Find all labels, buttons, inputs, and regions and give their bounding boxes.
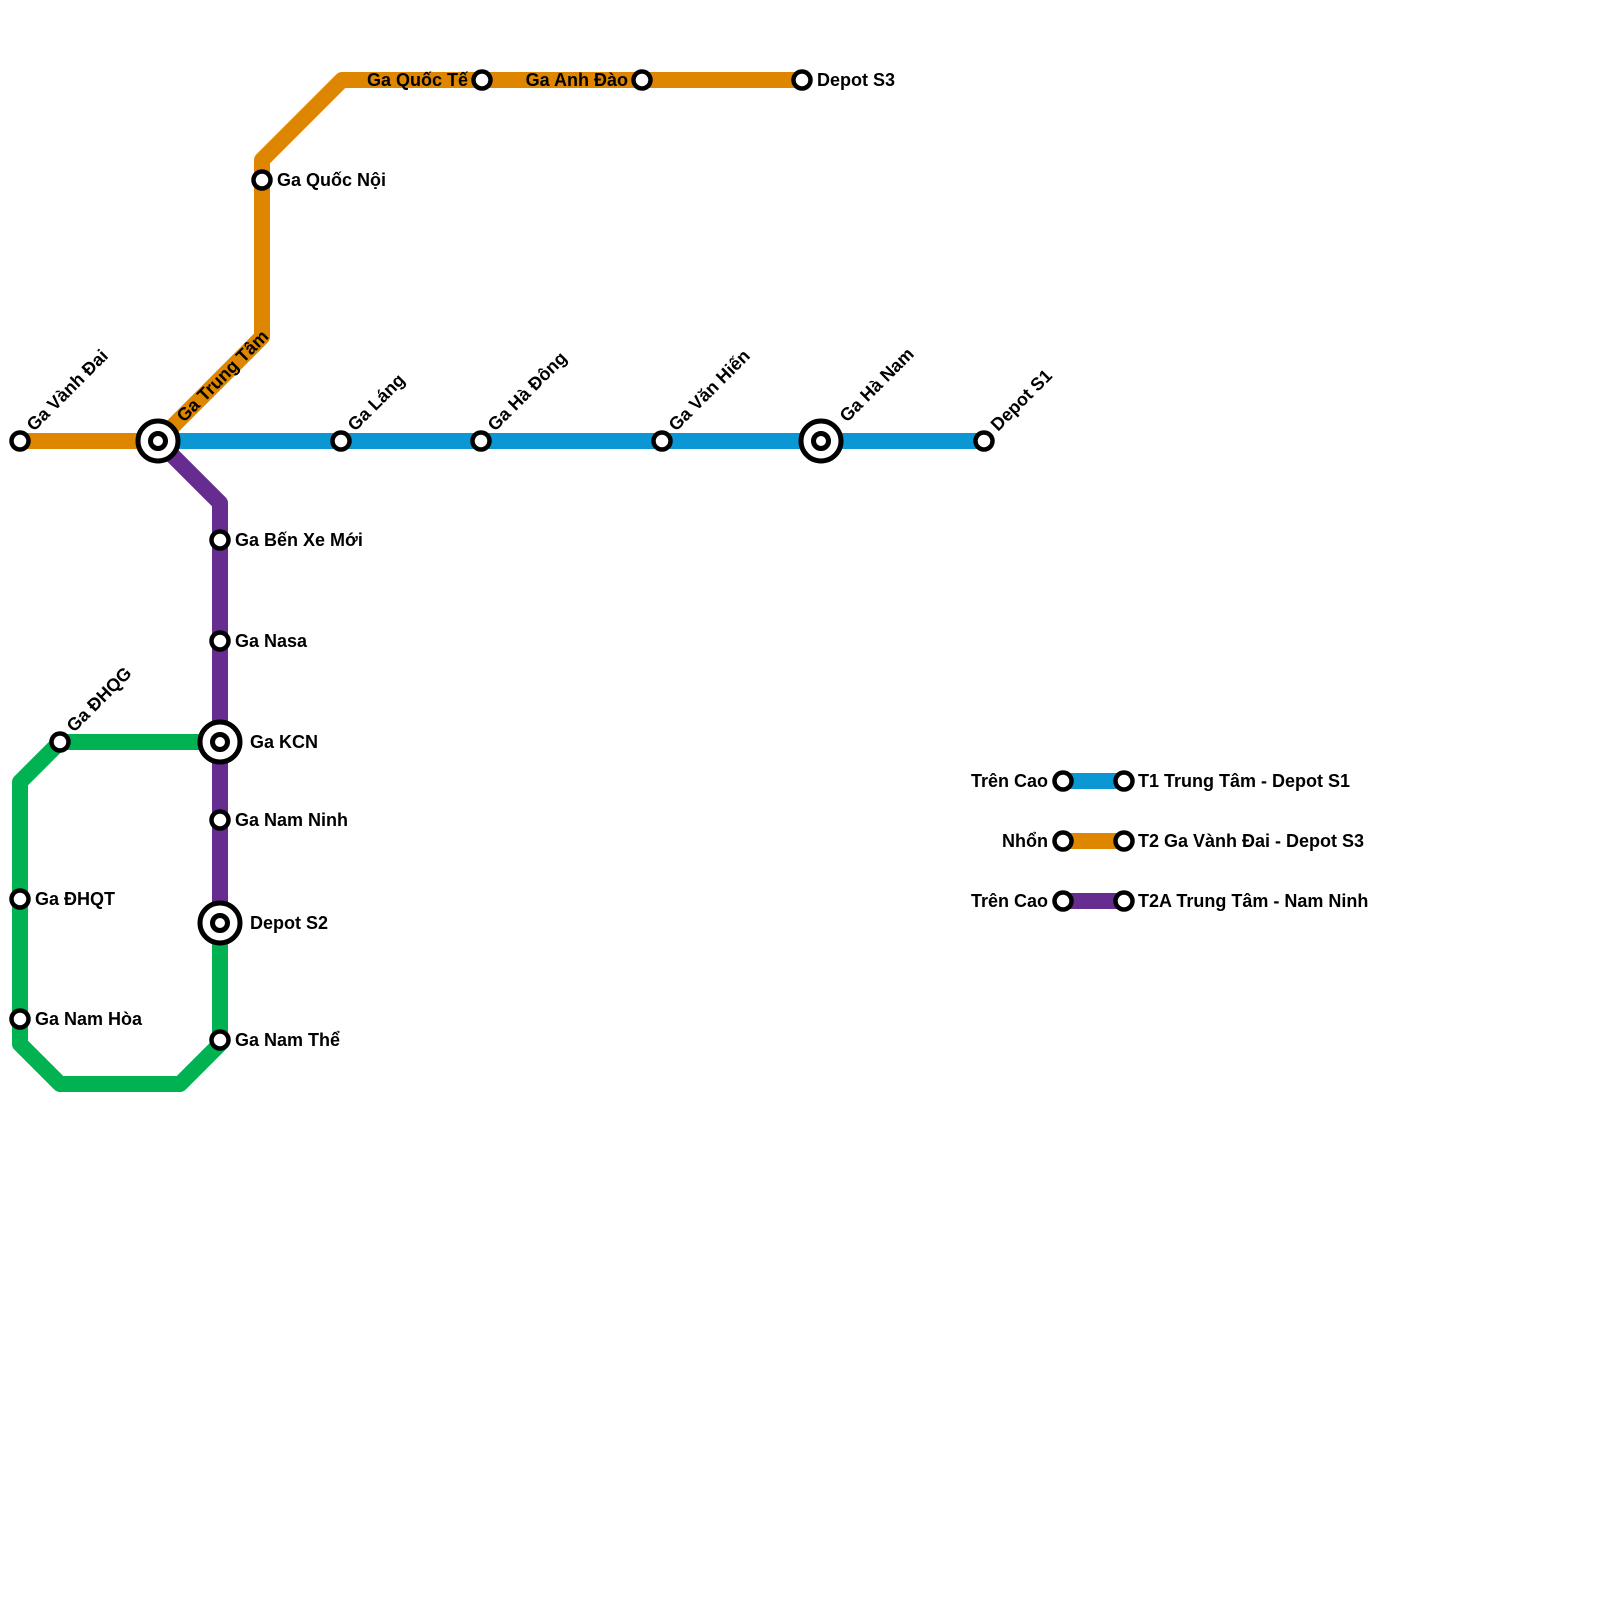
legend-end-marker	[1113, 890, 1135, 912]
station-label: Ga Nam Hòa	[35, 1009, 143, 1029]
station-ben-xe-moi[interactable]: Ga Bến Xe Mới	[209, 529, 363, 551]
station-label: Ga Anh Đào	[526, 70, 628, 90]
legend-line-label: T1 Trung Tâm - Depot S1	[1138, 771, 1350, 791]
station-marker[interactable]	[470, 430, 492, 452]
legend: Trên Cao T1 Trung Tâm - Depot S1 Nhổn T2…	[971, 770, 1368, 912]
station-label: Ga Hà Đông	[484, 348, 571, 435]
line-t2-orange[interactable]	[20, 72, 800, 449]
legend-line-label: T2A Trung Tâm - Nam Ninh	[1138, 891, 1368, 911]
station-marker[interactable]	[330, 430, 352, 452]
station-label: Ga ĐHQT	[35, 889, 115, 909]
station-marker[interactable]	[9, 1008, 31, 1030]
station-dhqt[interactable]: Ga ĐHQT	[9, 888, 116, 910]
legend-start-marker	[1052, 770, 1074, 792]
station-label: Ga Nasa	[235, 631, 308, 651]
station-label: Depot S2	[250, 913, 328, 933]
station-marker[interactable]	[791, 69, 813, 91]
station-depot-s3[interactable]: Depot S3	[791, 69, 896, 91]
station-marker[interactable]	[973, 430, 995, 452]
legend-row-t2a: Trên Cao T2A Trung Tâm - Nam Ninh	[971, 890, 1368, 912]
station-label: Ga ĐHQG	[63, 663, 136, 736]
interchange-core	[811, 431, 831, 451]
station-label: Ga Trung Tâm	[173, 326, 273, 426]
legend-end-marker	[1113, 830, 1135, 852]
station-nasa[interactable]: Ga Nasa	[209, 630, 309, 652]
station-marker[interactable]	[9, 430, 31, 452]
station-label: Ga Láng	[344, 370, 409, 435]
station-label: Ga Hà Nam	[836, 344, 918, 426]
station-label: Ga Quốc Nội	[277, 170, 386, 190]
station-label: Ga Quốc Tế	[367, 70, 469, 90]
station-label: Ga Nam Thể	[235, 1030, 340, 1050]
station-marker[interactable]	[209, 529, 231, 551]
station-label: Ga Nam Ninh	[235, 810, 348, 830]
legend-row-t2: Nhổn T2 Ga Vành Đai - Depot S3	[1002, 830, 1364, 852]
station-marker[interactable]	[209, 1029, 231, 1051]
station-kcn-interchange[interactable]: Ga KCN	[197, 719, 318, 765]
station-label: Ga Bến Xe Mới	[235, 530, 363, 550]
line-green[interactable]	[12, 734, 228, 1092]
station-depot-s2-interchange[interactable]: Depot S2	[197, 900, 328, 946]
station-marker[interactable]	[631, 69, 653, 91]
station-label: Depot S3	[817, 70, 895, 90]
station-nam-hoa[interactable]: Ga Nam Hòa	[9, 1008, 144, 1030]
station-marker[interactable]	[209, 630, 231, 652]
station-quoc-noi[interactable]: Ga Quốc Nội	[251, 169, 387, 191]
station-anh-dao[interactable]: Ga Anh Đào	[526, 69, 653, 91]
station-marker[interactable]	[9, 888, 31, 910]
station-depot-s1[interactable]: Depot S1	[973, 366, 1056, 452]
legend-start-marker	[1052, 890, 1074, 912]
station-marker[interactable]	[651, 430, 673, 452]
interchange-core	[148, 431, 168, 451]
station-marker[interactable]	[209, 809, 231, 831]
station-nam-ninh[interactable]: Ga Nam Ninh	[209, 809, 349, 831]
legend-end-marker	[1113, 770, 1135, 792]
station-marker[interactable]	[251, 169, 273, 191]
legend-start-marker	[1052, 830, 1074, 852]
station-marker[interactable]	[49, 731, 71, 753]
station-quoc-te[interactable]: Ga Quốc Tế	[367, 69, 493, 91]
legend-row-t1: Trên Cao T1 Trung Tâm - Depot S1	[971, 770, 1350, 792]
legend-line-label: T2 Ga Vành Đai - Depot S3	[1138, 831, 1364, 851]
station-label: Ga KCN	[250, 732, 318, 752]
station-label: Depot S1	[987, 366, 1056, 435]
station-nam-the[interactable]: Ga Nam Thể	[209, 1029, 341, 1051]
station-marker[interactable]	[471, 69, 493, 91]
interchange-core	[210, 913, 230, 933]
interchange-core	[210, 732, 230, 752]
station-label: Ga Văn Hiến	[665, 346, 754, 435]
station-label: Ga Vành Đai	[23, 346, 112, 435]
legend-type-label: Nhổn	[1002, 831, 1048, 851]
legend-type-label: Trên Cao	[971, 891, 1048, 911]
legend-type-label: Trên Cao	[971, 771, 1048, 791]
line-t2a-purple[interactable]	[152, 435, 228, 923]
